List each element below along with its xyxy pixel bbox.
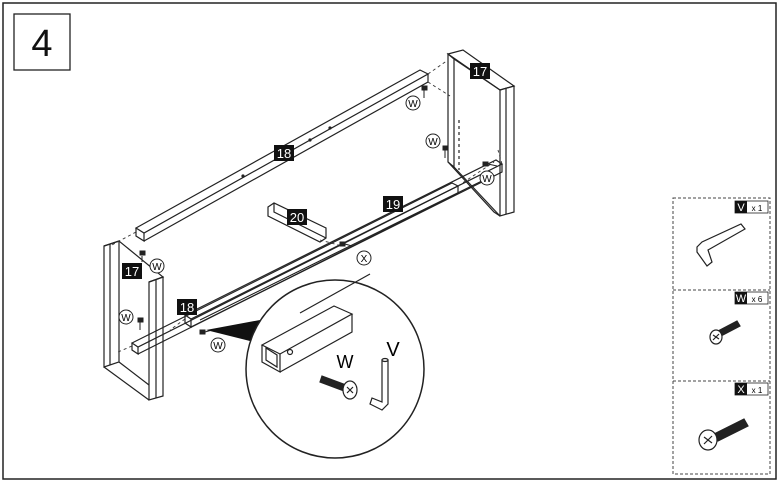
part-label-frame-left: 17 [122,263,142,279]
svg-text:W: W [428,137,438,148]
hardware-list-panel: V x 1 W x 6 X x 1 [672,197,771,475]
callout-x-1: X [356,250,372,266]
callout-w-4: W [149,258,165,274]
step-number: 4 [31,23,52,65]
part-label-frame-right: 17 [470,63,490,79]
svg-text:W: W [121,313,131,324]
callout-w-1: W [405,95,421,111]
callout-w-3: W [479,170,495,186]
part-label-rail-top: 18 [274,145,294,161]
svg-text:17: 17 [125,264,139,279]
hardware-item-x: X x 1 [698,382,769,451]
svg-text:W: W [736,293,747,305]
svg-text:x 1: x 1 [752,386,763,395]
svg-text:x 6: x 6 [752,295,763,304]
callout-w-2: W [425,133,441,149]
svg-text:20: 20 [290,210,304,225]
short-screw-icon [709,320,741,345]
left-end-frame [103,240,165,401]
svg-text:x 1: x 1 [752,204,763,213]
detail-allen-key-icon [369,357,389,411]
detail-screw-icon [319,375,358,400]
allen-key-icon [696,223,746,267]
outer-border [2,2,777,480]
part-label-rail-front: 18 [177,299,197,315]
svg-text:19: 19 [386,197,400,212]
step-number-box: 4 [13,13,71,71]
svg-text:W: W [482,174,492,185]
svg-text:X: X [737,384,745,396]
long-screw-icon [698,418,749,451]
detail-key-label: V [386,339,400,361]
svg-text:W: W [152,262,162,273]
hardware-item-v: V x 1 [696,200,769,267]
detail-magnifier: W V [206,273,425,459]
svg-text:V: V [737,202,745,214]
svg-text:17: 17 [473,64,487,79]
center-bracket [267,202,327,243]
callout-w-6: W [210,337,226,353]
detail-screw-label: W [337,352,354,372]
hardware-item-w: W x 6 [709,291,769,345]
svg-text:18: 18 [277,146,291,161]
part-label-rail-mid: 19 [383,196,403,212]
svg-text:X: X [361,254,368,265]
svg-text:W: W [408,99,418,110]
callout-w-5: W [118,309,134,325]
part-label-bracket: 20 [287,209,307,225]
svg-text:W: W [213,341,223,352]
svg-text:18: 18 [180,300,194,315]
